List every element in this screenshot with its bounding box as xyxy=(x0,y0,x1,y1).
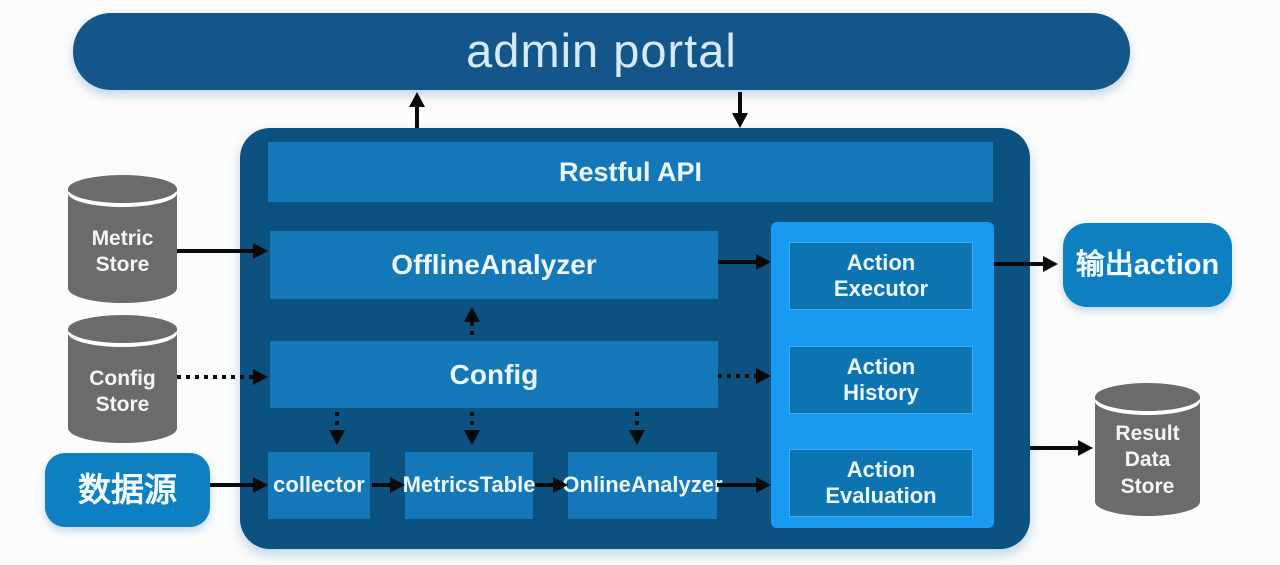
restful-api-node: Restful API xyxy=(268,142,993,202)
action-executor-node: Action Executor xyxy=(790,243,972,309)
offline-analyzer-node: OfflineAnalyzer xyxy=(270,231,718,299)
arrow-config-store-to-config xyxy=(177,375,253,379)
data-source-node: 数据源 xyxy=(45,453,210,527)
cylinder-body xyxy=(1095,397,1200,516)
arrow-config-to-online-dotted xyxy=(635,412,639,430)
config-store-label: Config Store xyxy=(89,366,156,416)
arrow-config-to-action-history xyxy=(718,374,756,378)
cylinder-body xyxy=(68,329,177,443)
collector-node: collector xyxy=(268,452,370,519)
arrow-config-to-collector-dotted xyxy=(335,412,339,430)
metric-store-cylinder: Metric Store xyxy=(68,175,177,303)
action-panel: Action Executor Action History Action Ev… xyxy=(771,222,994,528)
cylinder-cap xyxy=(68,175,177,203)
cylinder-cap xyxy=(1095,383,1200,411)
arrow-panel-to-output-action xyxy=(994,262,1043,266)
config-store-cylinder: Config Store xyxy=(68,315,177,443)
system-container: Restful API OfflineAnalyzer Config colle… xyxy=(240,128,1030,549)
metrics-table-node: MetricsTable xyxy=(403,452,535,519)
result-data-store-label: Result Data Store xyxy=(1115,422,1180,498)
arrow-data-source-to-collector xyxy=(210,483,253,487)
metric-store-label: Metric Store xyxy=(91,226,154,276)
arrow-container-to-result-store xyxy=(1030,446,1078,450)
online-analyzer-node: OnlineAnalyzer xyxy=(562,452,723,519)
admin-portal-node: admin portal xyxy=(73,13,1130,90)
arrow-metrics-table-to-online xyxy=(535,483,553,487)
arrow-config-to-offline-dotted xyxy=(470,322,474,340)
arrow-metric-store-to-offline xyxy=(177,249,253,253)
cylinder-cap xyxy=(68,315,177,343)
arrow-collector-to-metrics-table xyxy=(372,483,390,487)
arrow-container-to-portal xyxy=(415,107,419,128)
result-data-store-cylinder: Result Data Store xyxy=(1095,383,1200,516)
config-node: Config xyxy=(270,341,718,408)
cylinder-body xyxy=(68,189,177,303)
arrow-config-to-metrics-table-dotted xyxy=(470,412,474,430)
arrow-online-to-action-evaluation xyxy=(717,483,756,487)
output-action-node: 输出action xyxy=(1063,223,1232,307)
action-history-node: Action History xyxy=(790,347,972,413)
arrow-offline-to-action-executor xyxy=(718,260,756,264)
arrow-portal-to-container xyxy=(738,92,742,113)
action-evaluation-node: Action Evaluation xyxy=(790,450,972,516)
